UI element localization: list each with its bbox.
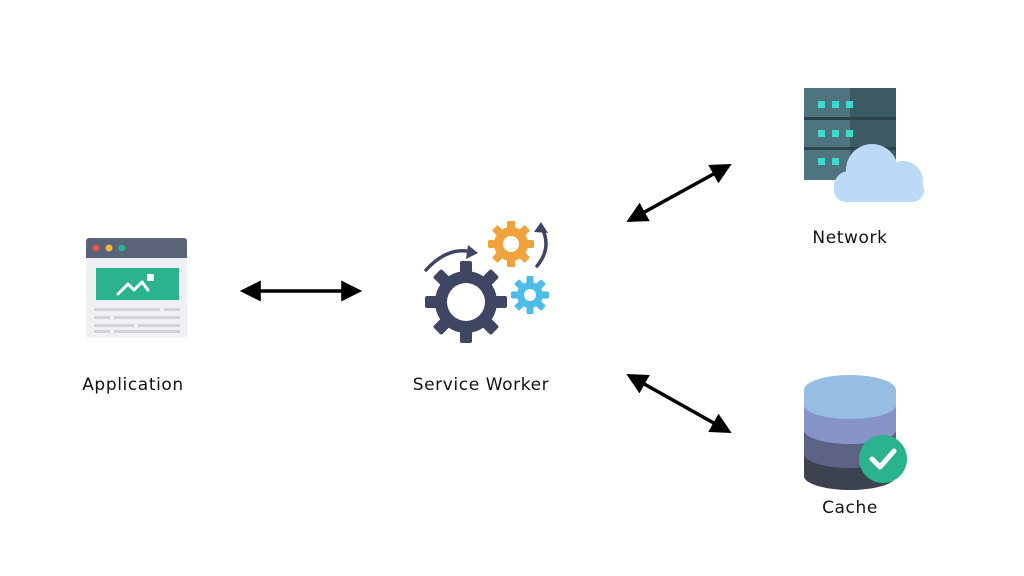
service-worker-label: Service Worker (412, 375, 550, 395)
database-check-icon (804, 375, 907, 490)
cache-label: Cache (822, 498, 878, 518)
arrow-service-worker-network (626, 163, 732, 223)
gears-icon (424, 221, 549, 343)
application-label: Application (82, 375, 184, 395)
network-label: Network (812, 228, 888, 248)
server-cloud-icon (804, 88, 924, 202)
arrow-service-worker-cache (626, 373, 732, 434)
browser-window-icon (86, 238, 187, 338)
